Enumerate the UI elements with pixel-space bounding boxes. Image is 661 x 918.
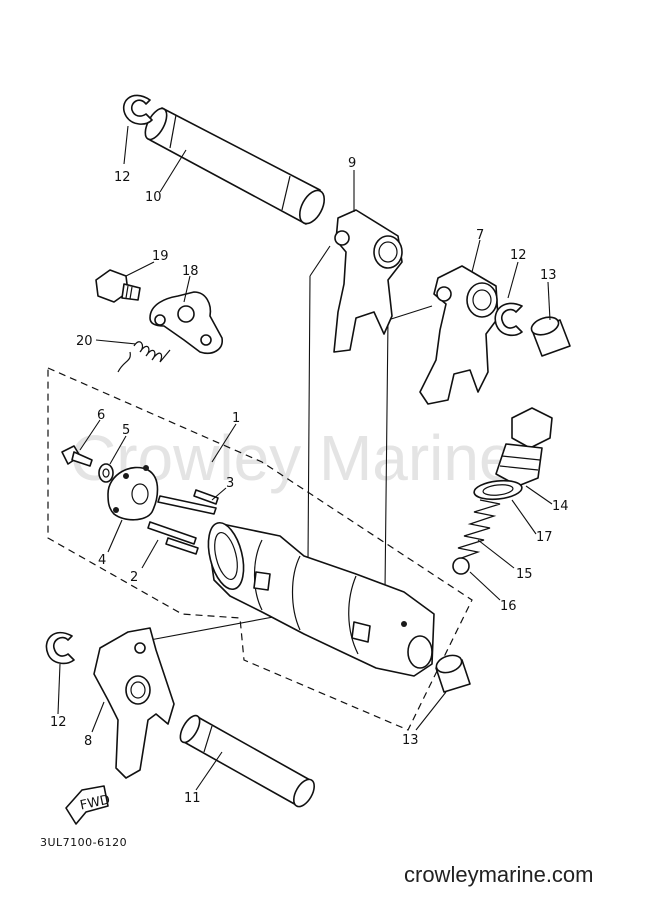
callout-10: 10 <box>145 190 162 205</box>
callout-4: 4 <box>98 553 106 568</box>
callout-13b: 13 <box>402 733 419 748</box>
part-3-pin <box>157 489 219 515</box>
part-19-bolt <box>95 269 141 303</box>
leader-1 <box>211 423 237 463</box>
leader-6 <box>79 419 101 451</box>
leader-20 <box>95 339 137 345</box>
part-12-circlip-top <box>123 94 153 125</box>
part-13-bushing-top <box>530 316 571 357</box>
fork-9-guide-line <box>307 245 331 561</box>
leader-13b <box>415 691 447 731</box>
callout-20: 20 <box>76 334 93 349</box>
part-15-spring <box>455 499 501 561</box>
callout-17: 17 <box>536 530 553 545</box>
part-11-shift-shaft <box>179 714 316 808</box>
callout-7: 7 <box>476 228 484 243</box>
leader-2 <box>141 539 159 569</box>
part-4-segment <box>107 465 159 521</box>
assembly-boundary <box>47 367 473 731</box>
leader-18 <box>183 275 191 303</box>
fwd-label: FWD <box>79 793 112 814</box>
leader-17 <box>511 499 537 535</box>
leader-16 <box>469 571 501 601</box>
callout-5: 5 <box>122 423 130 438</box>
part-9-shift-fork <box>333 209 403 353</box>
callout-1: 1 <box>232 411 240 426</box>
part-18-stopper-lever <box>149 291 223 354</box>
leader-10 <box>159 149 187 193</box>
part-17-gasket <box>473 479 523 501</box>
leader-12b <box>507 261 519 299</box>
leader-8 <box>91 701 105 733</box>
part-10-shift-shaft <box>144 107 326 225</box>
leader-19 <box>125 261 155 277</box>
part-13-bushing-bottom <box>435 654 471 693</box>
callout-19: 19 <box>152 249 169 264</box>
leader-7 <box>471 239 481 273</box>
callout-12a: 12 <box>114 170 131 185</box>
leader-11 <box>195 751 223 791</box>
callout-9: 9 <box>348 156 356 171</box>
part-12-circlip-right <box>494 302 523 337</box>
callout-8: 8 <box>84 734 92 749</box>
leader-12c <box>57 663 61 715</box>
callout-12c: 12 <box>50 715 67 730</box>
part-16-ball <box>452 557 470 575</box>
part-20-spring <box>117 341 171 373</box>
part-5-washer <box>98 463 114 483</box>
part-7-shift-fork <box>419 265 499 405</box>
part-6-screw <box>61 445 93 467</box>
website-url: crowleymarine.com <box>404 862 594 887</box>
part-12-circlip-bottom <box>45 631 75 665</box>
diagram-code: 3UL7100-6120 <box>40 836 127 849</box>
callout-11: 11 <box>184 791 201 806</box>
part-14-plug <box>495 407 553 487</box>
leader-13a <box>547 281 551 321</box>
callout-6: 6 <box>97 408 105 423</box>
leader-15 <box>477 539 515 569</box>
callout-18: 18 <box>182 264 199 279</box>
leader-12a <box>123 125 129 165</box>
callout-15: 15 <box>516 567 533 582</box>
callout-2: 2 <box>130 570 138 585</box>
part-1-shift-cam <box>207 521 435 677</box>
leader-3 <box>211 487 227 501</box>
leader-5 <box>109 435 127 465</box>
fwd-arrow-icon: FWD <box>65 785 112 825</box>
fork-7-guide-line <box>384 305 433 591</box>
leader-14 <box>525 485 553 505</box>
leader-4 <box>107 519 123 553</box>
callout-3: 3 <box>226 476 234 491</box>
part-8-shift-fork <box>93 627 175 779</box>
callout-14: 14 <box>552 499 569 514</box>
callout-16: 16 <box>500 599 517 614</box>
callout-13a: 13 <box>540 268 557 283</box>
part-2-pin <box>147 521 199 555</box>
callout-12b: 12 <box>510 248 527 263</box>
